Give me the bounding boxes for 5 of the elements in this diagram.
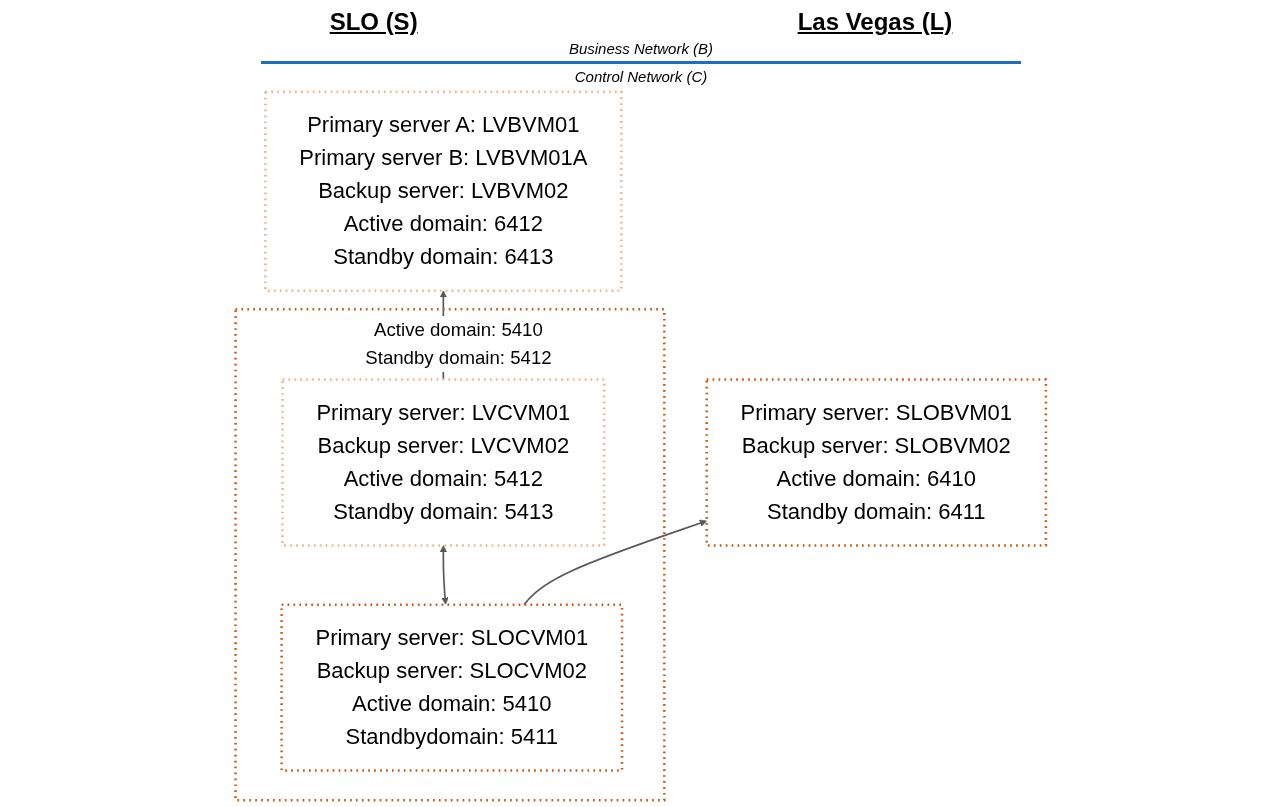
site-heading: Las Vegas (L) (797, 8, 953, 36)
network-label: Control Network (C) (574, 68, 708, 85)
site-heading: SLO (S) (329, 8, 418, 36)
network-label: Business Network (B) (568, 40, 714, 57)
arrow (439, 545, 450, 605)
